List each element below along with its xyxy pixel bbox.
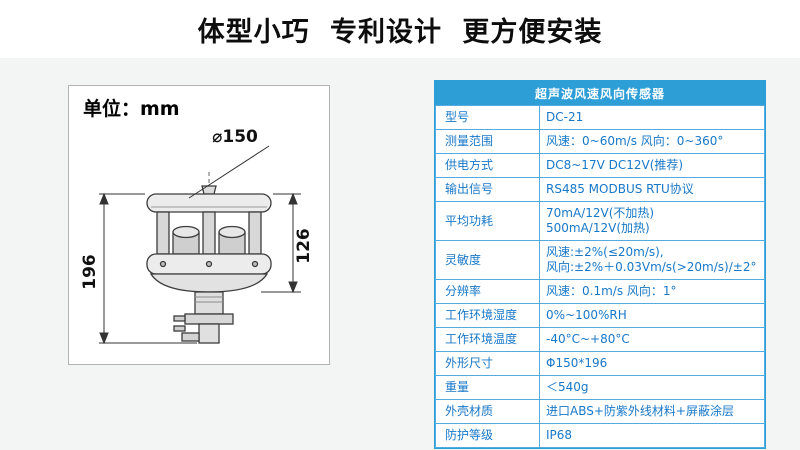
spec-row: 工作环境湿度 0%~100%RH: [435, 303, 765, 328]
spec-label: 外形尺寸: [435, 351, 540, 376]
technical-drawing-panel: 单位：mm: [68, 85, 330, 365]
spec-label: 分辨率: [435, 279, 540, 304]
spec-value: DC-21: [539, 105, 765, 130]
spec-table: 超声波风速风向传感器 型号 DC-21 测量范围 风速：0~60m/s 风向：0…: [434, 80, 766, 449]
spec-value: Φ150*196: [539, 351, 765, 376]
sensor-technical-drawing: 196 126 ⌀150: [80, 127, 314, 345]
spec-row: 外形尺寸 Φ150*196: [435, 351, 765, 376]
spec-label: 供电方式: [435, 153, 540, 178]
page-title: 体型小巧 专利设计 更方便安装: [197, 17, 603, 48]
unit-label: 单位：mm: [83, 98, 180, 120]
spec-table-title: 超声波风速风向传感器: [435, 81, 765, 105]
spec-value: 风速：0.1m/s 风向：1°: [539, 279, 765, 304]
spec-row: 重量 ＜540g: [435, 375, 765, 400]
spec-row: 平均功耗 70mA/12V(不加热) 500mA/12V(加热): [435, 201, 765, 241]
spec-value: 进口ABS+防紫外线材料+屏蔽涂层: [539, 399, 765, 424]
spec-row: 外壳材质 进口ABS+防紫外线材料+屏蔽涂层: [435, 399, 765, 424]
spec-label: 重量: [435, 375, 540, 400]
spec-row: 防护等级 IP68: [435, 423, 765, 448]
diameter-dimension-label: ⌀150: [212, 127, 258, 147]
spec-value: RS485 MODBUS RTU协议: [539, 177, 765, 202]
spec-row: 输出信号 RS485 MODBUS RTU协议: [435, 177, 765, 202]
spec-label: 防护等级: [435, 423, 540, 448]
dimension-lines: [99, 145, 301, 345]
sensor-device-outline: [146, 172, 272, 344]
spec-value: 风速:±2%(≤20m/s), 风向:±2%＋0.03Vm/s(>20m/s)/…: [539, 240, 765, 280]
spec-value: DC8~17V DC12V(推荐): [539, 153, 765, 178]
spec-label: 输出信号: [435, 177, 540, 202]
spec-row: 分辨率 风速：0.1m/s 风向：1°: [435, 279, 765, 304]
spec-row: 工作环境温度 -40°C~+80°C: [435, 327, 765, 352]
spec-row: 供电方式 DC8~17V DC12V(推荐): [435, 153, 765, 178]
spec-label: 平均功耗: [435, 201, 540, 241]
spec-row: 测量范围 风速：0~60m/s 风向：0~360°: [435, 129, 765, 154]
spec-value: 70mA/12V(不加热) 500mA/12V(加热): [539, 201, 765, 241]
spec-label: 测量范围: [435, 129, 540, 154]
spec-row: 型号 DC-21: [435, 105, 765, 130]
spec-label: 灵敏度: [435, 240, 540, 280]
spec-label: 型号: [435, 105, 540, 130]
spec-value: ＜540g: [539, 375, 765, 400]
spec-label: 工作环境温度: [435, 327, 540, 352]
spec-value: -40°C~+80°C: [539, 327, 765, 352]
spec-value: 风速：0~60m/s 风向：0~360°: [539, 129, 765, 154]
spec-row: 灵敏度 风速:±2%(≤20m/s), 风向:±2%＋0.03Vm/s(>20m…: [435, 240, 765, 280]
spec-table-grid: 型号 DC-21 测量范围 风速：0~60m/s 风向：0~360° 供电方式 …: [435, 105, 765, 448]
body-height-dimension-label: 126: [294, 228, 314, 264]
spec-label: 外壳材质: [435, 399, 540, 424]
spec-value: 0%~100%RH: [539, 303, 765, 328]
total-height-dimension-label: 196: [80, 254, 100, 290]
spec-value: IP68: [539, 423, 765, 448]
spec-label: 工作环境湿度: [435, 303, 540, 328]
